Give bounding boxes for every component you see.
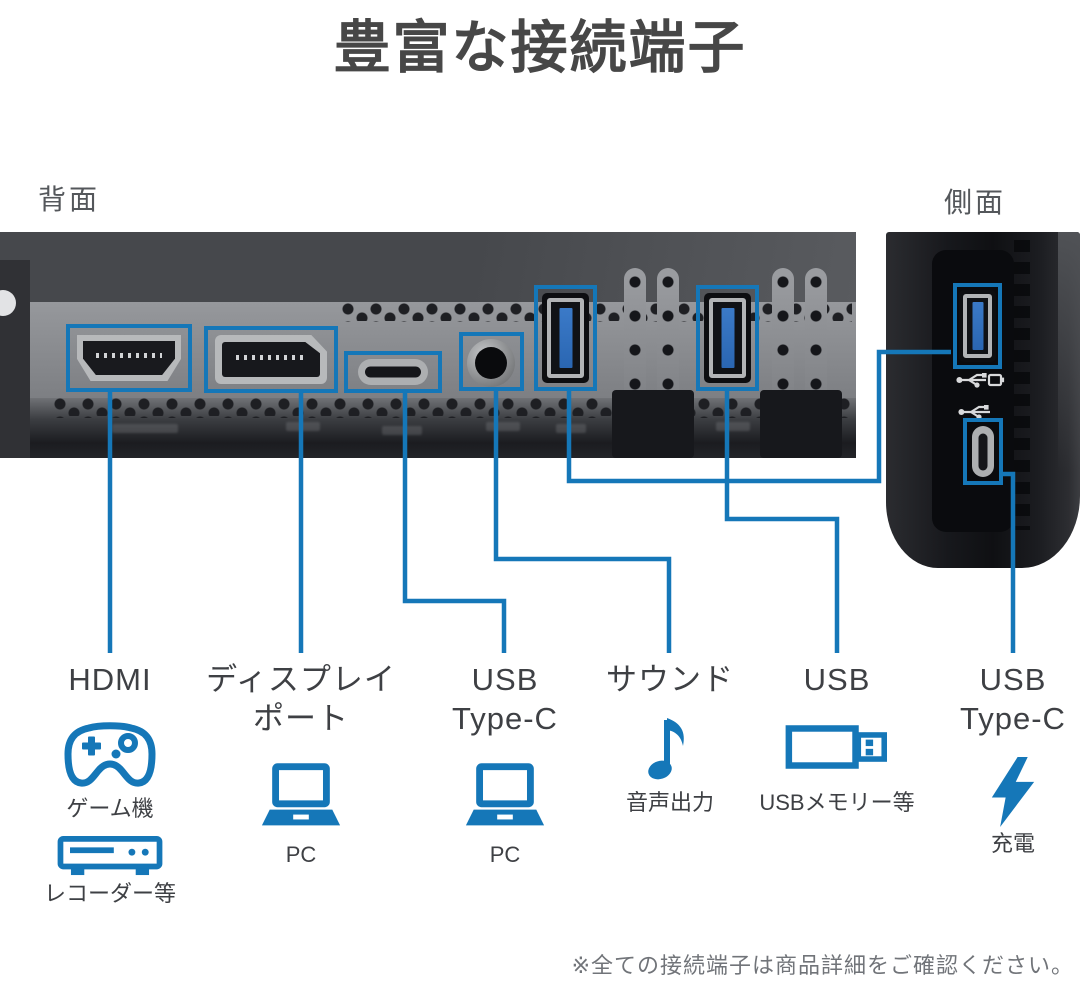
hdmi-port-highlight <box>66 324 192 392</box>
port-label: サウンド <box>606 662 734 697</box>
hdmi-port <box>77 335 181 381</box>
device-label: PC <box>489 842 521 867</box>
usb-a-tongue <box>559 308 572 368</box>
callout-group-usb-c-back: USB Type-C PC <box>395 660 615 868</box>
port-label-line2: Type-C <box>452 701 558 736</box>
usb-c-back-port <box>358 359 428 385</box>
usb-a-back2-highlight <box>696 285 759 391</box>
usb-c-back-highlight <box>344 351 442 393</box>
printed-marking <box>382 426 422 435</box>
callout-group-displayport: ディスプレイ ポート PC <box>191 660 411 868</box>
audio-jack <box>467 339 515 387</box>
usb-c-side-port <box>972 426 994 477</box>
displayport-pins <box>235 354 307 360</box>
device-label: ゲーム機 <box>66 796 154 821</box>
port-label: USB <box>979 662 1047 697</box>
audio-jack-hole <box>475 347 507 379</box>
device-label: 音声出力 <box>625 790 714 815</box>
usb-a-tongue <box>721 308 734 368</box>
printed-marking <box>556 424 586 433</box>
printed-marking <box>112 424 178 433</box>
device-label: 充電 <box>990 831 1035 856</box>
displayport-port <box>215 335 327 384</box>
port-label: USB <box>803 662 871 697</box>
audio-jack-highlight <box>459 332 524 391</box>
callout-group-hdmi: HDMI ゲーム機 レコーダー等 <box>0 660 220 907</box>
port-label: HDMI <box>68 662 152 697</box>
port-label: ディスプレイ <box>206 662 396 697</box>
usb-battery-icon <box>956 373 1005 388</box>
stand-knob <box>0 290 16 316</box>
usb-memory-icon <box>785 725 887 769</box>
usb-a-back1-highlight <box>534 285 597 391</box>
usb-a-back2-port <box>704 293 751 383</box>
hdmi-pins <box>95 353 163 359</box>
side-section-label: 側面 <box>944 187 1007 218</box>
vent-shadow <box>612 390 694 458</box>
vent-shadow <box>760 390 842 458</box>
vent-holes-bottom <box>52 398 852 418</box>
monitor-side-photo <box>886 232 1080 568</box>
printed-marking <box>486 422 520 431</box>
side-vent-column <box>1014 240 1030 530</box>
vent-slot <box>805 268 827 400</box>
lightning-bolt-icon <box>991 757 1035 827</box>
callout-group-usb: USB USBメモリー等 <box>727 660 947 816</box>
vent-slot <box>772 268 794 400</box>
callout-group-sound: サウンド 音声出力 <box>560 660 780 816</box>
hdmi-port-cavity <box>83 341 175 375</box>
device-label: USBメモリー等 <box>759 790 915 815</box>
page-title: 豊富な接続端子 <box>333 16 747 80</box>
recorder-icon <box>57 836 163 876</box>
usb-a-tongue <box>972 302 983 350</box>
port-label: USB <box>471 662 539 697</box>
vent-slot <box>657 268 679 400</box>
vent-slot <box>624 268 646 400</box>
device-label: レコーダー等 <box>43 881 176 906</box>
displayport-cavity <box>222 342 320 377</box>
displayport-highlight <box>204 326 338 393</box>
printed-marking <box>286 422 320 431</box>
footnote: ※全ての接続端子は商品詳細をご確認ください。 <box>571 953 1074 978</box>
back-section-label: 背面 <box>38 184 101 215</box>
monitor-back-photo <box>0 232 856 458</box>
back-top-band <box>0 232 856 302</box>
usb-c-side-highlight <box>963 418 1003 485</box>
usb-c-side-slot <box>978 433 988 470</box>
port-label-line2: Type-C <box>960 701 1066 736</box>
usb-a-side-highlight <box>953 283 1002 369</box>
laptop-icon <box>261 763 341 826</box>
printed-marking <box>716 422 750 431</box>
usb-a-side-port <box>959 290 996 362</box>
usb-c-back-slot <box>365 366 421 378</box>
laptop-icon <box>465 763 545 826</box>
side-front-edge <box>1058 232 1080 472</box>
game-controller-icon <box>64 722 156 787</box>
callout-group-usb-c-side: USB Type-C 充電 <box>903 660 1080 857</box>
usb-a-back1-port <box>542 293 589 383</box>
device-label: PC <box>285 842 317 867</box>
usb-icon <box>958 405 990 419</box>
port-label-line2: ポート <box>253 701 349 736</box>
music-note-icon <box>648 718 684 780</box>
